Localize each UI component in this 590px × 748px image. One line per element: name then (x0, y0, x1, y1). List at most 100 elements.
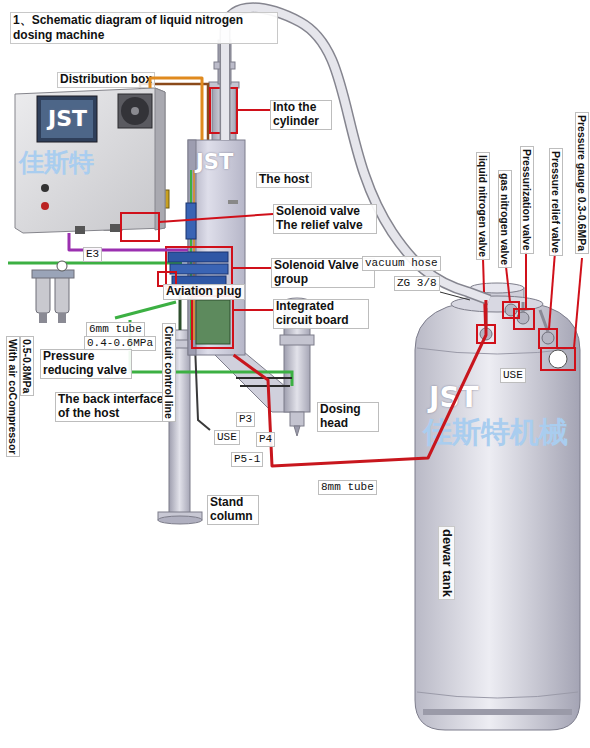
callout-box (483, 258, 485, 325)
port-name: USE (214, 430, 240, 445)
distribution-box (121, 97, 149, 125)
tank-fittings (470, 288, 524, 304)
vacuum-hose (225, 8, 489, 300)
callout-box (514, 309, 534, 329)
host-heading: The host (256, 172, 312, 188)
host-column (228, 200, 238, 204)
port-name: P4 (256, 432, 275, 447)
liquid-nitrogen-tube (234, 300, 486, 466)
distribution-box (15, 88, 165, 233)
distribution-box (118, 94, 152, 128)
brand-logo: JST (196, 152, 233, 173)
tube-size: 6mm tube (86, 322, 145, 337)
callout-label: The back interface of the host (55, 392, 175, 422)
control-cable (195, 345, 210, 430)
dosing-chute (212, 352, 292, 412)
valve-label: liquid nitrogen valve (476, 152, 490, 260)
callout-label: Solenoid Valve group (271, 258, 375, 288)
distribution-box (131, 107, 139, 115)
callout-label: Pressure reducing valve (40, 349, 132, 379)
tank-fittings (440, 292, 470, 300)
vacuum-hose (225, 8, 489, 300)
tank-fittings (470, 283, 524, 293)
port-name: P5-1 (231, 452, 263, 467)
distribution-box (75, 226, 85, 234)
callout-box (539, 329, 557, 348)
distribution-box (41, 184, 49, 192)
top-cylinder (209, 40, 239, 142)
tank-fittings (480, 328, 492, 340)
pressure-reducing-valve (58, 313, 66, 323)
callout-label: Circuit control line (162, 323, 176, 422)
pressure-reducing-valve (55, 275, 69, 313)
callout-box (574, 258, 582, 348)
vacuum-hose (225, 8, 489, 300)
port-name: P3 (236, 412, 255, 427)
valve-label: Pressure gauge 0.3-0.6MPa (575, 112, 589, 254)
signal-cable (150, 78, 202, 140)
pressure-reducing-valve (39, 313, 47, 323)
dewar-tank: JST佳斯特机械dewar tank (415, 300, 580, 730)
valve-label: gas nitrogen valve (498, 170, 512, 268)
callout-box (192, 296, 233, 348)
port-name: USE (500, 368, 526, 383)
pressure-reducing-valve (32, 270, 74, 278)
air-line (236, 377, 292, 379)
tank-fittings (451, 296, 543, 312)
edge-label: vacuum hose (362, 256, 441, 271)
tank-fittings (517, 312, 529, 324)
liquid-nitrogen-tube (234, 300, 486, 466)
brand-chinese: 佳斯特 (19, 150, 94, 175)
thread-size: ZG 3/8 (394, 276, 440, 291)
dewar-tank (417, 348, 578, 354)
solenoid-valve-block (170, 264, 228, 274)
host-column (190, 170, 192, 340)
pressure-reducing-valve (36, 275, 50, 313)
air-line (115, 302, 176, 318)
callout-box (549, 252, 555, 329)
tank-heading: dewar tank (438, 526, 455, 600)
tank-fittings (486, 302, 548, 332)
brand-logo: JST (429, 384, 479, 412)
host-column: JSTThe host (188, 140, 245, 355)
callout-box (237, 109, 270, 111)
signal-cable (150, 78, 202, 140)
tank-fittings (542, 332, 554, 344)
distribution-box (110, 224, 120, 232)
tank-fittings (505, 304, 517, 316)
tank-fittings (549, 350, 567, 368)
callout-label: Dosing head (317, 402, 379, 432)
host-column (188, 140, 196, 355)
distribution-box (41, 100, 93, 138)
callout-label: Integrated circuit board (273, 299, 369, 329)
circuit-board (196, 300, 230, 344)
tank-fittings (440, 283, 567, 368)
callout-label: Into the cylinder (270, 100, 332, 130)
pressure-value: 0.5-0.8MPa (20, 336, 34, 396)
callout-box (477, 325, 495, 343)
dewar-tank (417, 692, 578, 698)
callout-box (121, 88, 582, 370)
note-label: With air coCompressor (6, 336, 20, 457)
callout-box (525, 252, 527, 309)
solenoid-valve-block (186, 203, 196, 239)
callout-box (121, 213, 159, 241)
callout-label: Solenoid valve The relief valve (273, 204, 377, 234)
callout-box (232, 267, 271, 269)
valve-label: Pressure relief valve (549, 148, 563, 256)
callout-box (233, 309, 273, 311)
edge-label: E3 (83, 247, 102, 262)
solenoid-valve-block (168, 252, 228, 262)
box-heading: Distribution box (57, 72, 155, 88)
callout-box (166, 247, 232, 289)
distribution-box: Distribution boxJST佳斯特 (15, 88, 165, 233)
air-line (8, 263, 292, 386)
dosing-head (280, 335, 314, 345)
host-column (188, 140, 245, 355)
dosing-head (290, 412, 304, 426)
stand-column (158, 516, 202, 524)
dosing-chute (212, 352, 292, 412)
circuit-board (196, 300, 230, 344)
brand-logo: JST (48, 108, 87, 130)
